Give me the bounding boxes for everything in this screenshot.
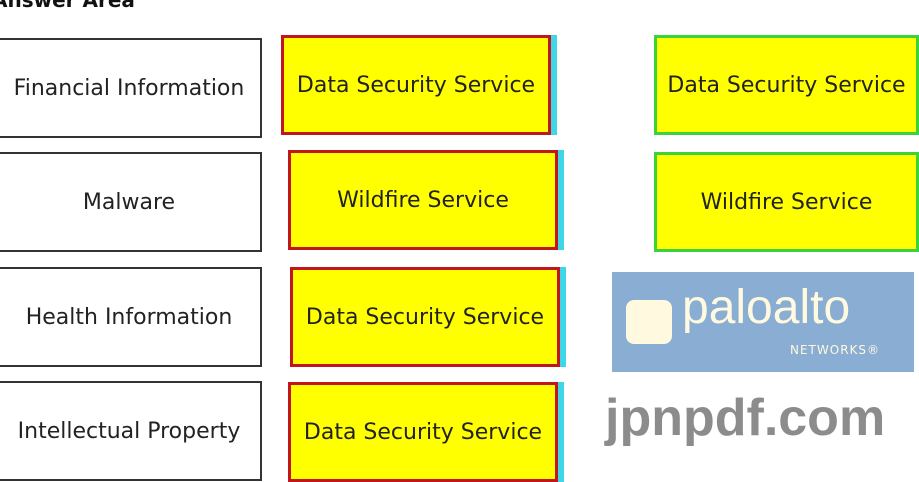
label-box: Financial Information xyxy=(0,38,262,138)
option-wildfire[interactable]: Wildfire Service xyxy=(654,152,919,252)
label-box: Malware xyxy=(0,152,262,252)
answer-slot[interactable]: Data Security Service xyxy=(288,382,558,482)
watermark-text: jpnpdf.com xyxy=(605,389,886,447)
paloalto-logo-watermark: paloalto NETWORKS® xyxy=(612,272,914,372)
logo-brand: paloalto xyxy=(682,281,851,334)
answer-slot[interactable]: Data Security Service xyxy=(281,35,551,135)
option-data-security[interactable]: Data Security Service xyxy=(654,35,919,135)
label-box: Intellectual Property xyxy=(0,381,262,481)
logo-sub: NETWORKS® xyxy=(790,343,881,357)
answer-slot[interactable]: Wildfire Service xyxy=(288,150,558,250)
answer-slot[interactable]: Data Security Service xyxy=(290,267,560,367)
label-box: Health Information xyxy=(0,267,262,367)
paloalto-logo-icon xyxy=(626,300,672,344)
answer-area-title: Answer Area xyxy=(0,0,135,12)
